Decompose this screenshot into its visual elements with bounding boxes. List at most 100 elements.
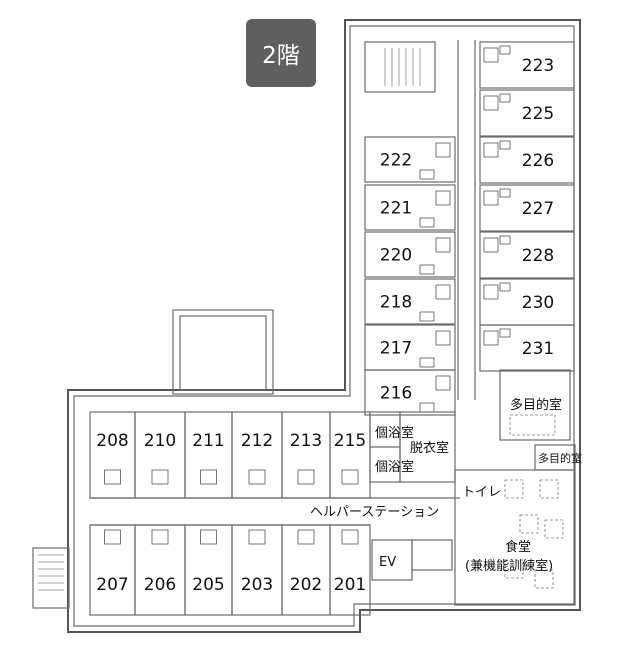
room-223	[479, 41, 575, 89]
toilet-fixture	[435, 284, 451, 300]
room-label-223: 223	[522, 56, 554, 76]
toilet-fixture	[483, 237, 499, 253]
toilet-fixture	[435, 190, 451, 206]
toilet-fixture	[483, 95, 499, 111]
room-221	[364, 184, 456, 231]
room-label-201: 201	[334, 575, 366, 595]
sink-fixture	[499, 45, 511, 55]
room-label-231: 231	[522, 339, 554, 359]
room-label-216: 216	[380, 384, 412, 404]
south-corridor	[90, 497, 460, 526]
sink-fixture	[419, 402, 435, 413]
sink-fixture	[419, 217, 435, 228]
room-225	[479, 89, 575, 137]
south-bottom-room-row: 207 206 205 203 202 201	[89, 524, 371, 616]
toilet-label: トイレ	[462, 485, 501, 500]
room-label-207: 207	[96, 575, 128, 595]
toilet-fixture	[248, 469, 266, 485]
room-label-208: 208	[96, 431, 128, 451]
toilet-fixture	[435, 375, 451, 391]
dining-label: 食堂	[505, 539, 531, 555]
toilet-fixture	[248, 529, 266, 545]
sink-fixture	[499, 282, 511, 292]
toilet-fixture	[104, 529, 121, 545]
room-label-230: 230	[522, 293, 554, 313]
room-label-227: 227	[522, 199, 554, 219]
toilet-fixture	[200, 529, 217, 545]
toilet-fixture	[435, 142, 451, 158]
room-220	[364, 231, 456, 278]
room-216	[364, 369, 456, 416]
room-label-228: 228	[522, 246, 554, 266]
changing-room-label: 脱衣室	[410, 440, 449, 456]
floor-badge: 2階	[246, 19, 316, 87]
room-label-205: 205	[192, 575, 224, 595]
bath-2-label: 個浴室	[375, 459, 414, 475]
toilet-fixture	[297, 529, 315, 545]
toilet-fixture	[483, 142, 499, 158]
room-label-212: 212	[241, 431, 273, 451]
north-corridor	[364, 40, 476, 400]
sink-fixture	[499, 235, 511, 245]
sink-fixture	[499, 328, 511, 338]
room-label-203: 203	[241, 575, 273, 595]
dining-sublabel: (兼機能訓練室)	[465, 558, 553, 574]
room-label-217: 217	[380, 339, 412, 359]
sink-fixture	[499, 188, 511, 198]
sink-fixture	[499, 140, 511, 150]
room-231	[479, 324, 575, 372]
toilet-fixture	[151, 469, 169, 485]
elevator-label: EV	[379, 555, 396, 570]
room-label-222: 222	[380, 151, 412, 171]
room-228	[479, 231, 575, 279]
room-label-206: 206	[144, 575, 176, 595]
center-room-column: 222 221 220 218 217 216	[364, 136, 456, 416]
toilet-fixture	[341, 529, 359, 545]
room-213	[281, 411, 331, 499]
toilet-fixture	[151, 529, 169, 545]
room-211	[184, 411, 233, 499]
multipurpose-small-label: 多目的室	[538, 451, 582, 465]
dining-area	[454, 469, 576, 606]
room-212	[231, 411, 283, 499]
sink-fixture	[419, 311, 435, 322]
toilet-fixture	[435, 237, 451, 253]
room-218	[364, 278, 456, 325]
room-222	[364, 136, 456, 183]
bath-block	[369, 411, 456, 483]
multipurpose-room-label: 多目的室	[510, 397, 562, 413]
toilet-fixture	[483, 47, 499, 63]
room-label-210: 210	[144, 431, 176, 451]
room-label-225: 225	[522, 104, 554, 124]
room-227	[479, 184, 575, 232]
room-label-220: 220	[380, 246, 412, 266]
toilet-fixture	[435, 330, 451, 346]
bath-1-label: 個浴室	[375, 425, 414, 441]
toilet-fixture	[483, 330, 499, 346]
room-210	[134, 411, 186, 499]
toilet-fixture	[483, 284, 499, 300]
room-label-221: 221	[380, 199, 412, 219]
toilet-fixture	[341, 469, 359, 485]
toilet-fixture	[104, 469, 121, 485]
toilet-fixture	[297, 469, 315, 485]
elevator-shaft	[371, 539, 453, 581]
room-label-226: 226	[522, 151, 554, 171]
helper-station-label: ヘルパーステーション	[310, 505, 439, 520]
sink-fixture	[419, 357, 435, 368]
sink-fixture	[419, 264, 435, 275]
sink-fixture	[419, 169, 435, 180]
room-label-213: 213	[290, 431, 322, 451]
room-208	[89, 411, 136, 499]
room-label-211: 211	[192, 431, 224, 451]
room-215	[329, 411, 371, 499]
south-top-room-row: 208 210 211 212 213 215	[89, 411, 371, 499]
room-label-215: 215	[334, 431, 366, 451]
sink-fixture	[499, 93, 511, 103]
toilet-fixture	[483, 190, 499, 206]
room-label-202: 202	[290, 575, 322, 595]
room-label-218: 218	[380, 293, 412, 313]
east-room-column: 223 225 226 227 228 230 231	[479, 41, 575, 372]
room-226	[479, 136, 575, 184]
toilet-fixture	[200, 469, 217, 485]
